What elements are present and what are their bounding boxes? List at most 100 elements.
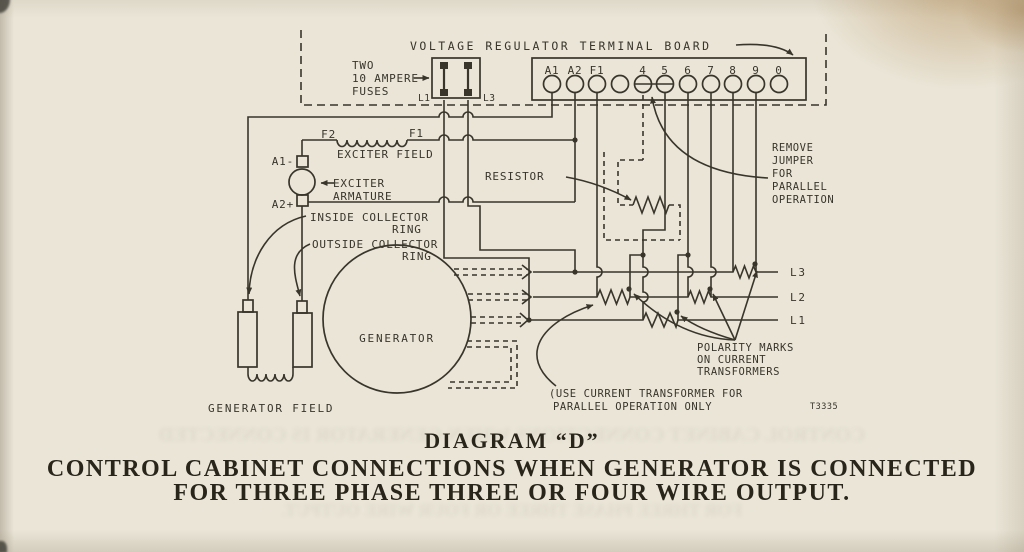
resistor-dashed-wire (669, 204, 681, 240)
terminal-drops (596, 93, 757, 320)
exciter-armature-label-2: ARMATURE (333, 190, 392, 203)
polarity-label-line: ON CURRENT (697, 354, 766, 366)
exciter-armature-label-1: EXCITER (333, 177, 385, 190)
fuse-l1-label: L1 (418, 93, 430, 104)
terminal-label: 9 (752, 64, 759, 77)
terminal-circle (769, 74, 789, 94)
terminal-label: 4 (639, 64, 646, 77)
wire-ct1-tap (629, 254, 643, 297)
l3-label: L3 (790, 266, 807, 279)
wire-a1-to-collector (247, 93, 553, 300)
generator-leads (448, 268, 527, 389)
terminal-label: A1 (545, 64, 560, 77)
resistor-label: RESISTOR (485, 170, 544, 183)
polarity-marks: POLARITY MARKS ON CURRENT TRANSFORMERS (626, 261, 794, 378)
l2-label: L2 (790, 291, 807, 304)
outside-collector-pointer (293, 243, 311, 297)
terminal-board: VOLTAGE REGULATOR TERMINAL BOARD A1 A2 F… (410, 39, 807, 101)
terminal-label: 6 (684, 64, 691, 77)
fuses-label-line3: FUSES (352, 85, 389, 98)
remove-jumper-note: REMOVE JUMPER FOR PARALLEL OPERATION (650, 96, 834, 206)
wire-fuse-l3-run (467, 100, 576, 272)
brush-block (296, 194, 309, 207)
wire-f1-drop (596, 93, 603, 297)
junction-dot (640, 252, 646, 258)
remove-jumper-line: FOR (772, 168, 793, 180)
use-ct-line1: (USE CURRENT TRANSFORMER FOR (549, 388, 743, 400)
caption-line1: CONTROL CABINET CONNECTIONS WHEN GENERAT… (46, 456, 978, 482)
fuse-l3-label: L3 (483, 93, 495, 104)
a2-label: A2+ (272, 198, 294, 211)
junction-dot (572, 137, 578, 143)
polarity-pointer (734, 270, 758, 341)
polarity-label-line: TRANSFORMERS (697, 366, 780, 378)
inside-collector-label-1: INSIDE COLLECTOR (310, 211, 429, 224)
collector-ring-right (292, 312, 313, 368)
wire-armature-bottom (308, 196, 575, 203)
lead-chevron (519, 312, 530, 328)
terminal-label: 0 (775, 64, 782, 77)
terminal-label: A2 (568, 64, 583, 77)
terminal-board-title: VOLTAGE REGULATOR TERMINAL BOARD (410, 39, 712, 53)
armature-circle (288, 168, 316, 196)
scan-corner-artifact (0, 0, 10, 13)
polarity-pointer (712, 293, 736, 341)
f1-label: F1 (409, 127, 424, 140)
terminal-circle (723, 74, 743, 94)
exciter-armature: A1- A2+ F2 F1 EXCITER FIELD EXCITER ARMA… (272, 127, 434, 211)
collector-terminal (296, 300, 308, 314)
wire-fuse-l1-run (443, 100, 530, 320)
polarity-pointer (680, 315, 736, 341)
use-ct-pointer (536, 304, 594, 387)
phase-l1-line (529, 310, 778, 330)
collector-terminal (242, 299, 254, 313)
generator-field-label: GENERATOR FIELD (208, 402, 334, 415)
polarity-dot (752, 261, 758, 267)
terminal-circle (678, 74, 698, 94)
exciter-field-label: EXCITER FIELD (337, 148, 434, 161)
terminal-circle (746, 74, 766, 94)
wiring-left (247, 93, 578, 323)
fuse-cap (464, 62, 472, 69)
fuses-label-line2: 10 AMPERE (352, 72, 419, 85)
wire-ct2-tap (677, 254, 688, 320)
terminal-label: 7 (707, 64, 714, 77)
wiring-diagram: VOLTAGE REGULATOR TERMINAL BOARD A1 A2 F… (208, 30, 838, 415)
remove-jumper-line: JUMPER (772, 155, 814, 167)
resistor-network: RESISTOR (485, 95, 681, 241)
generator-field-coil (247, 367, 294, 382)
a1-label: A1- (272, 155, 294, 168)
phase-lines: L3 L2 L1 (529, 263, 807, 330)
collector-rings: INSIDE COLLECTOR RING OUTSIDE COLLECTOR … (208, 211, 437, 415)
resistor-dashed-wire (603, 152, 680, 241)
fuse-box (431, 57, 481, 99)
remove-jumper-line: REMOVE (772, 142, 814, 154)
lead-chevron (521, 264, 533, 280)
wire-t7-drop (710, 93, 717, 297)
remove-jumper-line: OPERATION (772, 194, 834, 206)
inside-collector-pointer (246, 215, 307, 295)
terminal-labels: A1 A2 F1 4 5 6 7 8 9 0 (545, 64, 782, 77)
fuse-block: TWO 10 AMPERE FUSES L1 L3 (352, 57, 495, 104)
use-ct-line2: PARALLEL OPERATION ONLY (553, 401, 712, 413)
lead-chevron (521, 289, 533, 305)
inside-collector-label-2: RING (392, 223, 422, 236)
phase-l3-line (533, 263, 778, 281)
use-ct-note: (USE CURRENT TRANSFORMER FOR PARALLEL OP… (536, 304, 838, 413)
polarity-label-line: POLARITY MARKS (697, 342, 794, 354)
polarity-dot (674, 309, 680, 315)
lead-dashed (468, 293, 527, 301)
resistor-element (632, 194, 670, 216)
terminal-circle (587, 74, 607, 94)
remove-jumper-line: PARALLEL (772, 181, 827, 193)
polarity-dot (626, 286, 632, 292)
resistor-dashed-wire (617, 159, 643, 206)
polarity-dot (707, 286, 713, 292)
terminal-board-box (531, 57, 807, 101)
resistor-pointer (565, 176, 632, 201)
wire-t5-drop (642, 93, 666, 320)
exciter-field-coil (336, 139, 408, 148)
terminal-label: 8 (729, 64, 736, 77)
fuse-cap (464, 89, 472, 96)
